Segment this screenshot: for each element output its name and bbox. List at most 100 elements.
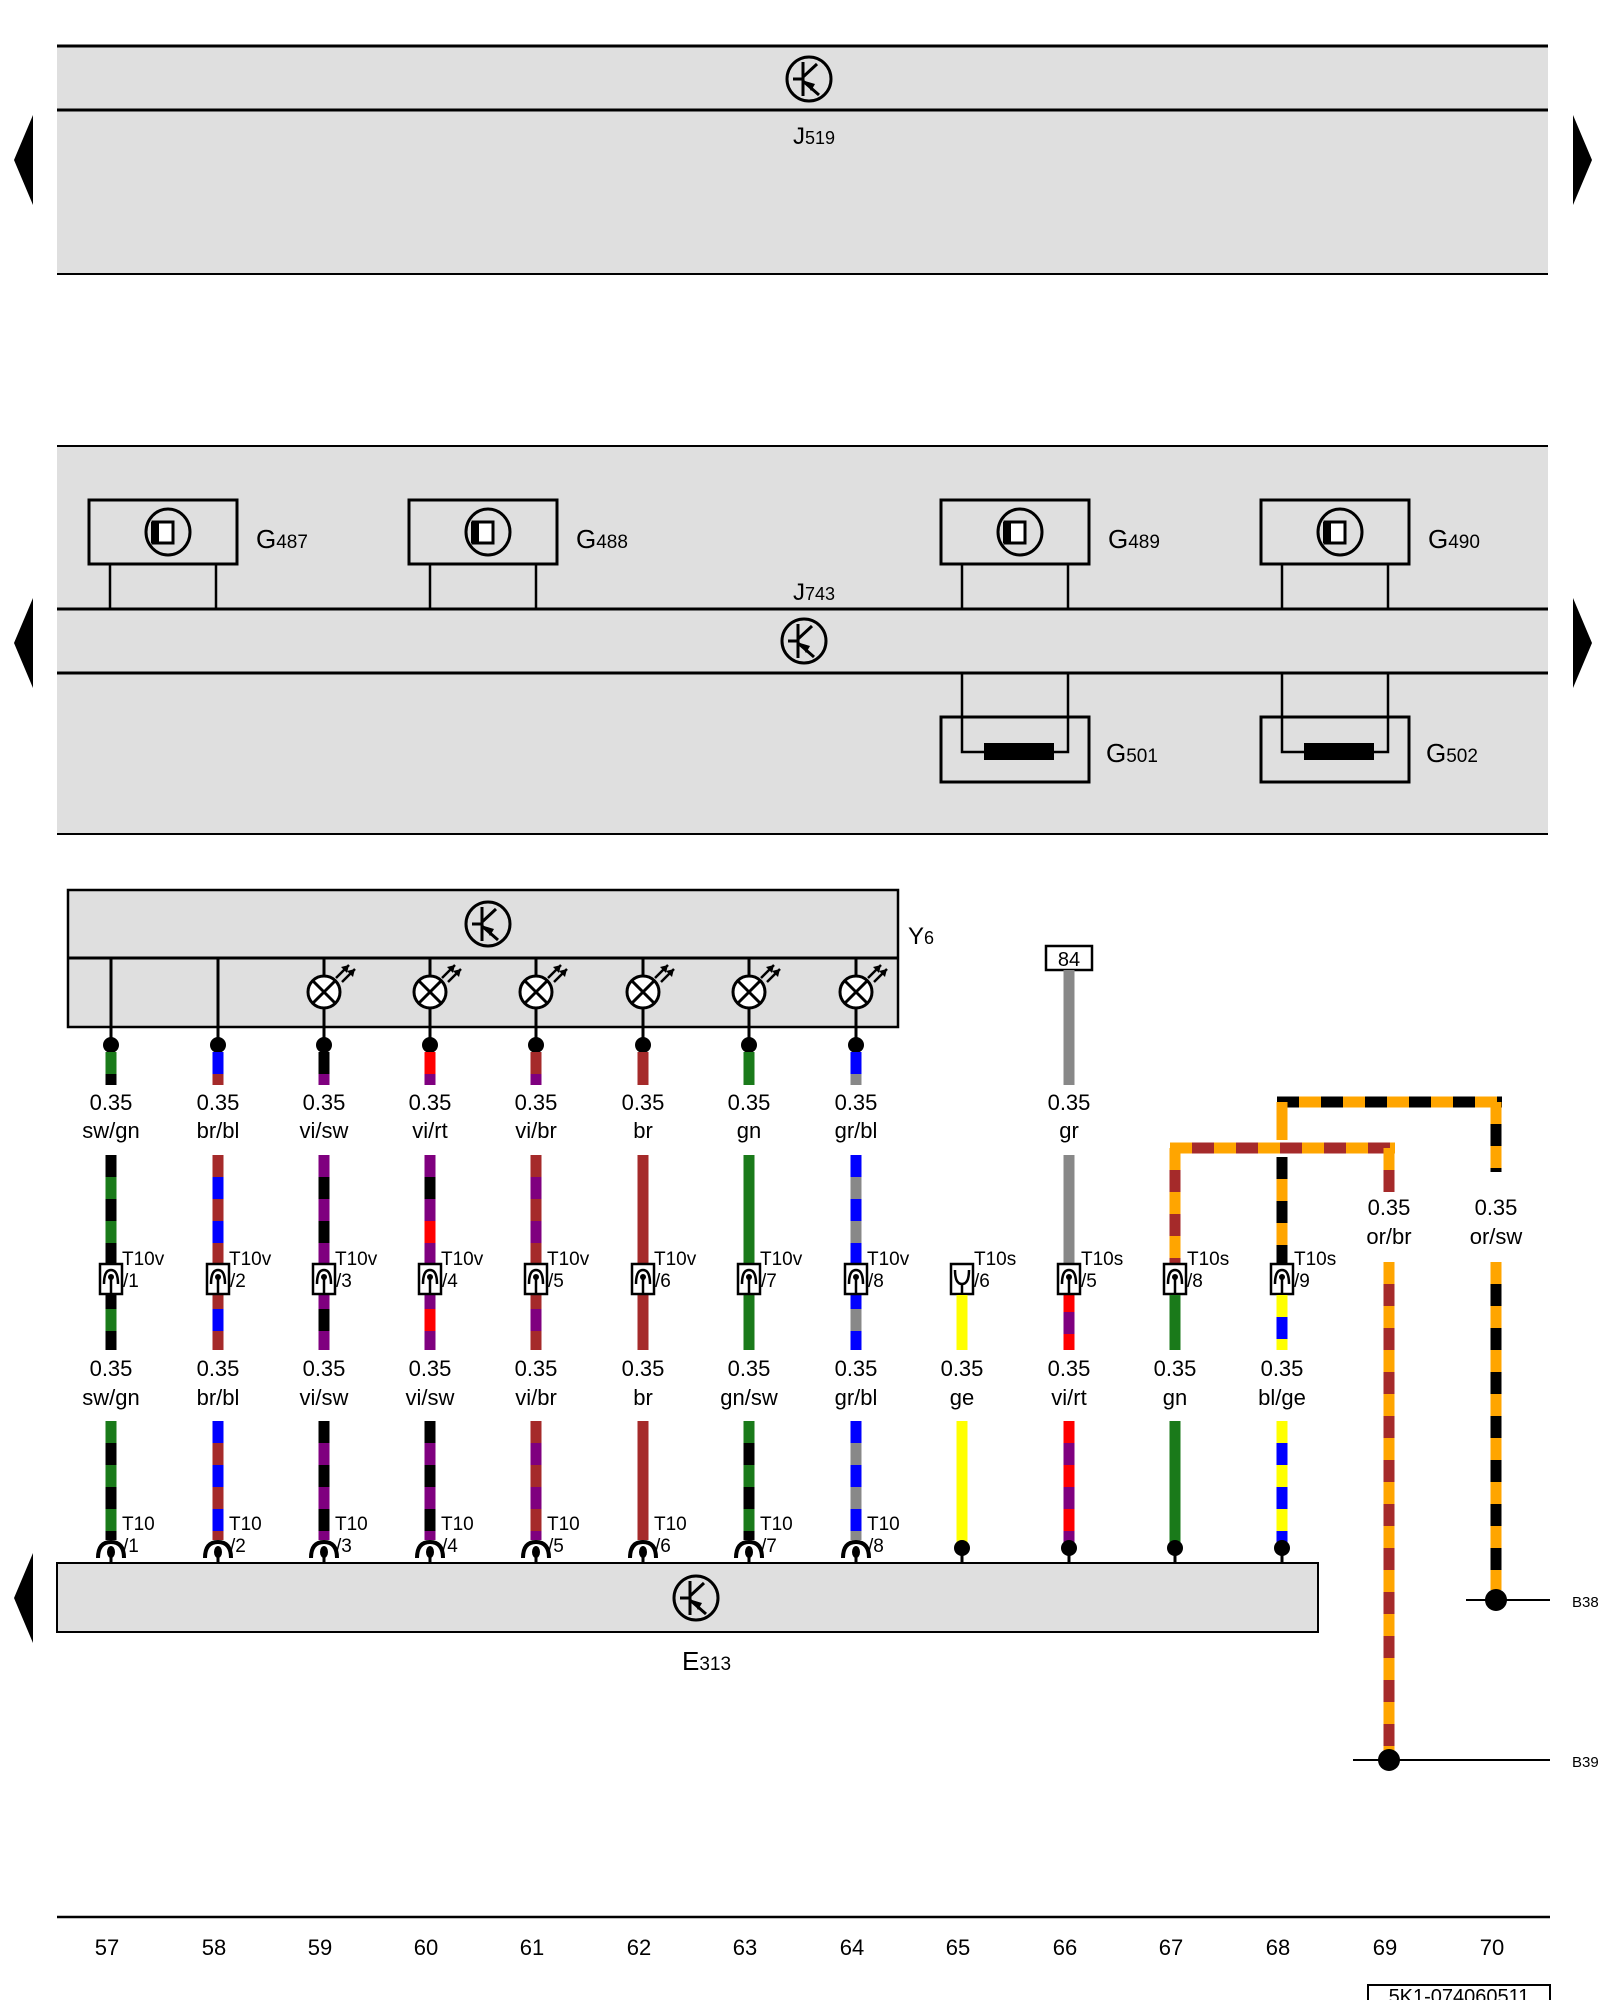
connector-name: T10v	[654, 1249, 697, 1270]
junction-dot	[210, 1037, 226, 1053]
connector-pin: /5	[548, 1536, 564, 1557]
wire-size-label: 0.35	[409, 1356, 452, 1381]
connector-name: T10v	[122, 1249, 165, 1270]
junction-dot	[528, 1037, 544, 1053]
component-j519[interactable]: J519	[57, 44, 1548, 275]
junction-dot	[103, 1037, 119, 1053]
wire-color-label: or/br	[1366, 1224, 1411, 1249]
sensor-label-main: G	[1106, 738, 1126, 768]
heating-element-icon	[984, 743, 1054, 760]
j743-label-sub: 743	[805, 584, 835, 604]
wire-size-label: 0.35	[90, 1090, 133, 1115]
reference-box[interactable]: 84	[1044, 944, 1094, 972]
connector-name: T10v	[229, 1249, 272, 1270]
connector-name: T10	[867, 1514, 900, 1535]
wire-size-label: 0.35	[728, 1356, 771, 1381]
connector-pin: /7	[761, 1271, 777, 1292]
wire-color-label: gr	[1059, 1118, 1079, 1143]
connector-icon	[309, 1540, 339, 1566]
connector-pin: /5	[1081, 1271, 1097, 1292]
ruler-number: 67	[1159, 1935, 1183, 1960]
connector-pin: /8	[868, 1536, 884, 1557]
svg-text:G489: G489	[1108, 524, 1160, 554]
connector-name: T10v	[335, 1249, 378, 1270]
connector-pin: /1	[123, 1271, 139, 1292]
connector-name: T10v	[547, 1249, 590, 1270]
wire-color-label: gr/bl	[835, 1385, 878, 1410]
document-code: 5K1-074060511	[1367, 1984, 1551, 2000]
wire-color-label: br	[633, 1385, 653, 1410]
nav-right-arrow-2[interactable]	[1573, 598, 1592, 688]
svg-text:G502: G502	[1426, 738, 1478, 768]
component-y6[interactable]: Y6	[66, 888, 934, 1029]
ground-label-b38: B38	[1572, 1594, 1599, 1611]
svg-text:J519: J519	[793, 123, 835, 150]
connector-pin: /9	[1294, 1271, 1310, 1292]
wire-color-label: sw/gn	[82, 1118, 139, 1143]
sensor-g502[interactable]: G502	[1259, 674, 1478, 784]
nav-right-arrow-1[interactable]	[1573, 115, 1592, 205]
wire-size-label: 0.35	[515, 1090, 558, 1115]
sensor-g490[interactable]: G490	[1259, 498, 1480, 608]
sensor-label-sub: 489	[1128, 532, 1160, 553]
connector-pin: /6	[655, 1271, 671, 1292]
connector-icon	[98, 1262, 124, 1296]
connector-icon	[630, 1262, 656, 1296]
nav-left-arrow-1[interactable]	[14, 115, 33, 205]
wire-color-label: vi/br	[515, 1385, 557, 1410]
nav-left-arrow-2[interactable]	[14, 598, 33, 688]
svg-text:J743: J743	[793, 579, 835, 606]
connector-icon	[205, 1262, 231, 1296]
connector-icon	[417, 1262, 443, 1296]
sensor-g488[interactable]: G488	[407, 498, 628, 608]
sensor-label-sub: 502	[1446, 746, 1478, 767]
connector-icon	[311, 1262, 337, 1296]
wire-color-label: or/sw	[1470, 1224, 1523, 1249]
wire-color-label: vi/sw	[300, 1118, 349, 1143]
connector-pin: /8	[868, 1271, 884, 1292]
j519-label-sub: 519	[805, 128, 835, 148]
ground-point-b39[interactable]: B39	[1353, 1749, 1599, 1771]
wire-color-label: vi/br	[515, 1118, 557, 1143]
connector-icon	[843, 1262, 869, 1296]
wire-color-label: sw/gn	[82, 1385, 139, 1410]
connector-icon	[949, 1262, 975, 1296]
svg-text:G487: G487	[256, 524, 308, 554]
connector-icon	[523, 1262, 549, 1296]
ruler-number: 66	[1053, 1935, 1077, 1960]
connector-pin: /1	[123, 1536, 139, 1557]
ruler-number: 62	[627, 1935, 651, 1960]
connector-icon	[734, 1540, 764, 1566]
ruler-number: 68	[1266, 1935, 1290, 1960]
connector-icon	[1056, 1262, 1082, 1296]
e313-label-sub: 313	[699, 1654, 731, 1675]
junction-dot	[848, 1037, 864, 1053]
wire-size-label: 0.35	[303, 1090, 346, 1115]
connector-name: T10s	[974, 1249, 1016, 1270]
sensor-g489[interactable]: G489	[939, 498, 1160, 608]
sensor-g487[interactable]: G487	[87, 498, 308, 608]
component-e313[interactable]: E313	[56, 1562, 1319, 1676]
ground-point-b38[interactable]: B38	[1466, 1589, 1599, 1611]
ruler-number: 60	[414, 1935, 438, 1960]
connector-pin: /3	[336, 1271, 352, 1292]
nav-left-arrow-3[interactable]	[14, 1553, 33, 1643]
connector-pin: /2	[230, 1536, 246, 1557]
wire-size-label: 0.35	[409, 1090, 452, 1115]
sensor-g501[interactable]: G501	[939, 674, 1158, 784]
